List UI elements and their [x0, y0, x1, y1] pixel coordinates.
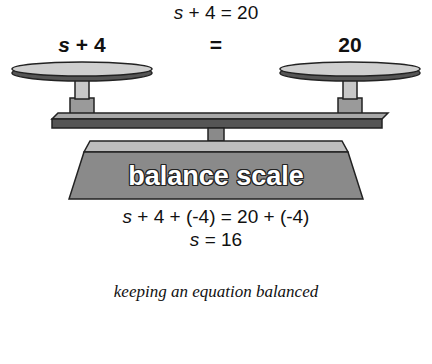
- equation: s + 4 = 20: [174, 2, 259, 24]
- base-label: balance scale: [128, 161, 304, 192]
- scale-base: balance scale: [68, 140, 364, 200]
- equation-step: s + 4 + (-4) = 20 + (-4): [123, 206, 310, 228]
- right-pan: [280, 62, 420, 114]
- left-pan: [12, 62, 152, 114]
- pan-label: s + 4: [58, 33, 105, 57]
- pan-label: 20: [338, 33, 361, 57]
- caption: keeping an equation balanced: [114, 282, 318, 302]
- center-post: [208, 128, 224, 141]
- beam: [52, 113, 388, 128]
- equation-result: s = 16: [190, 229, 242, 251]
- equals-sign: =: [210, 33, 222, 57]
